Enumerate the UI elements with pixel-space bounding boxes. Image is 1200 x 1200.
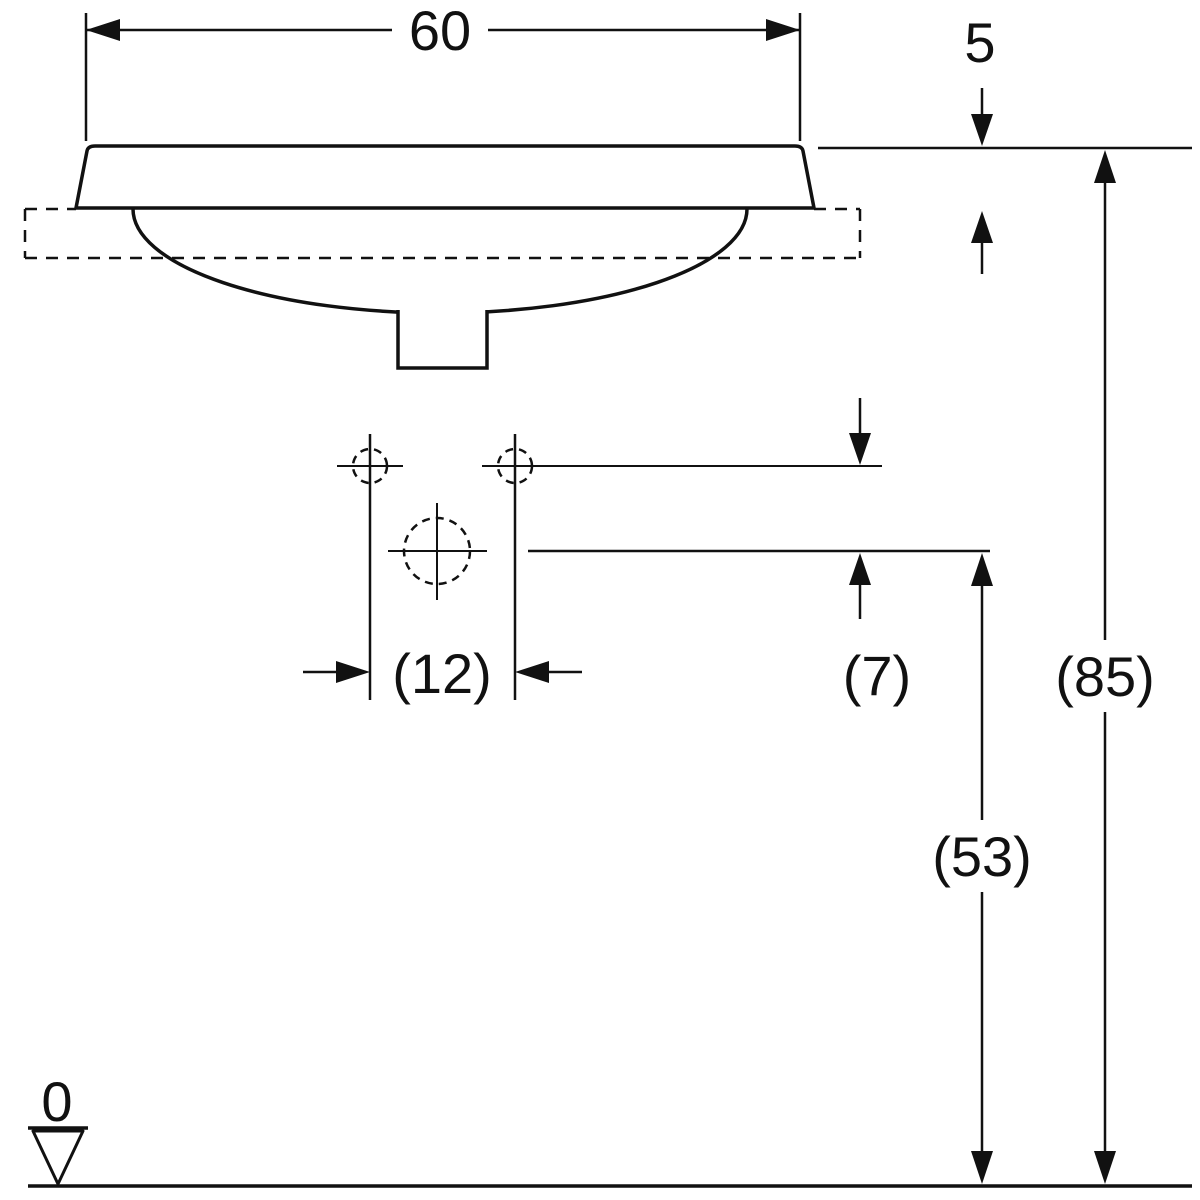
dim-rim-height-label: 5 [964, 11, 995, 74]
dim-tap-spacing-label: (12) [392, 642, 492, 705]
floor-level-label: 0 [41, 1070, 72, 1133]
level-marker-triangle-icon [31, 1129, 85, 1186]
arrowhead-right-icon [766, 19, 800, 41]
dimension-width: 60 [84, 0, 802, 141]
tap-hole-right-icon [496, 447, 534, 485]
arrowhead-left-icon [515, 661, 549, 683]
washbasin [74, 144, 816, 370]
dimension-rim-height: 5 [964, 11, 996, 274]
dim-overall-height-label: (85) [1055, 645, 1155, 708]
arrowhead-down-icon [1094, 1151, 1116, 1184]
arrowhead-down-icon [849, 433, 871, 465]
dimension-overall-height: (85) [1040, 150, 1170, 1184]
arrowhead-up-icon [971, 553, 993, 586]
tap-hole-left-icon [351, 447, 389, 485]
zero-level-marker: 0 [28, 1070, 88, 1186]
arrowhead-left-icon [86, 19, 120, 41]
dim-hole-offset-label: (7) [843, 644, 911, 707]
basin-rim-outline [74, 144, 816, 210]
dimension-height-53: (53) [922, 553, 1044, 1184]
mixer-hole-icon [402, 516, 472, 586]
arrowhead-up-icon [1094, 150, 1116, 183]
dimension-hole-offset: (7) [843, 398, 911, 707]
label-gap [392, 2, 488, 60]
dim-basin-width-label: 60 [409, 0, 471, 62]
basin-drain-outline [396, 310, 489, 370]
arrowhead-up-icon [971, 211, 993, 243]
arrowhead-down-icon [971, 1151, 993, 1184]
dimension-tap-spacing: (12) [303, 642, 582, 705]
tap-holes [337, 434, 990, 700]
label-gap [1040, 640, 1170, 712]
label-gap [922, 820, 1044, 892]
arrowhead-down-icon [971, 114, 993, 146]
arrowhead-up-icon [849, 553, 871, 585]
arrowhead-right-icon [336, 661, 370, 683]
dim-height-53-label: (53) [932, 825, 1032, 888]
countertop-hidden-outline [23, 207, 862, 260]
